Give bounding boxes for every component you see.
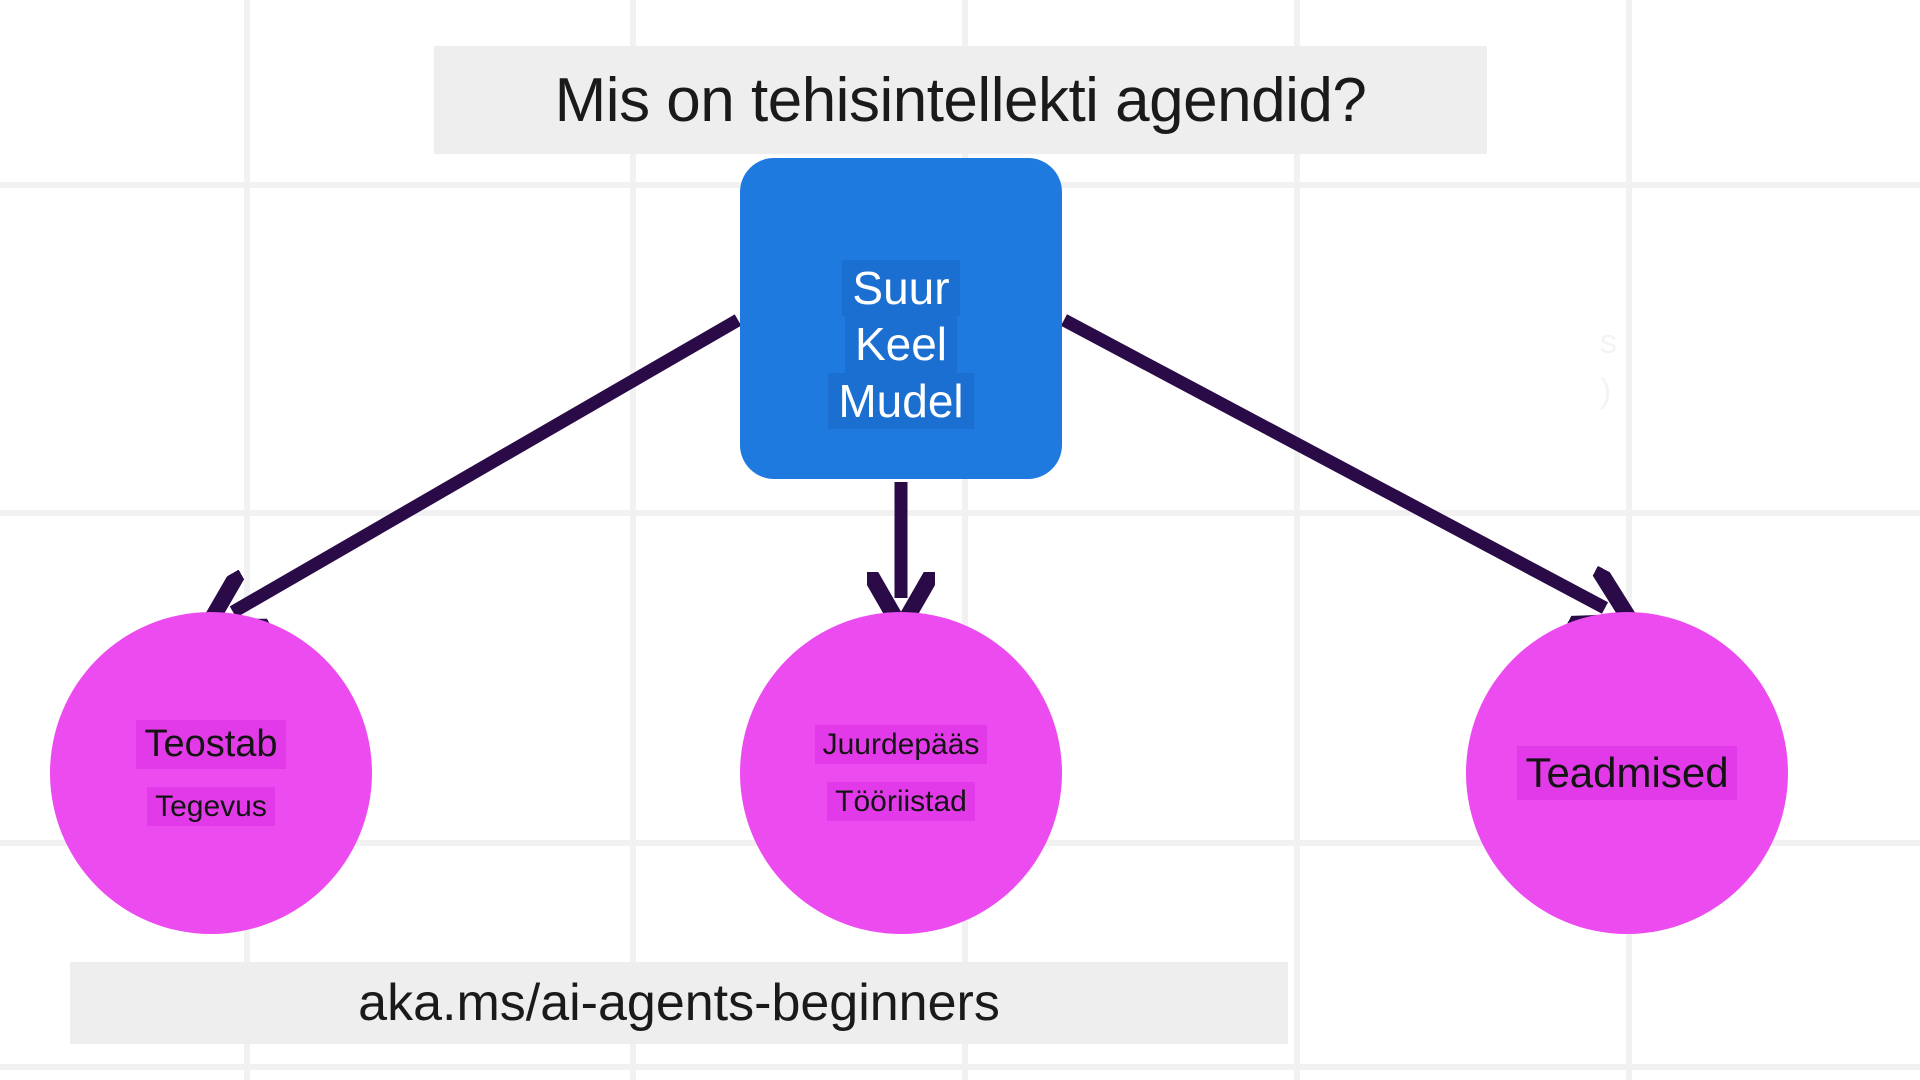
ghost-text-artifact: s ) [1600,323,1617,411]
edge-llm-to-knowledge [1060,314,1605,608]
node-knowledge[interactable]: Teadmised [1466,612,1788,934]
node-tools[interactable]: Juurdepääs Tööriistad [740,612,1062,934]
footer-url[interactable]: aka.ms/ai-agents-beginners [70,962,1288,1044]
slide-title: Mis on tehisintellekti agendid? [434,46,1487,154]
node-knowledge-line-1: Teadmised [1517,745,1737,801]
node-tools-line-2: Tööriistad [827,782,975,821]
node-actions-line-2: Tegevus [147,787,275,827]
footer-url-text: aka.ms/ai-agents-beginners [358,974,1000,1032]
node-llm-line-1: Suur [842,260,960,317]
node-llm-line-3: Mudel [828,372,974,429]
node-actions[interactable]: Teostab Tegevus [50,612,372,934]
node-actions-line-1: Teostab [136,719,286,770]
node-llm[interactable]: Suur Keel Mudel [740,158,1062,479]
edge-llm-to-actions [233,314,742,612]
node-tools-line-1: Juurdepääs [814,725,988,764]
node-llm-line-2: Keel [844,316,958,373]
slide-title-text: Mis on tehisintellekti agendid? [554,65,1367,135]
